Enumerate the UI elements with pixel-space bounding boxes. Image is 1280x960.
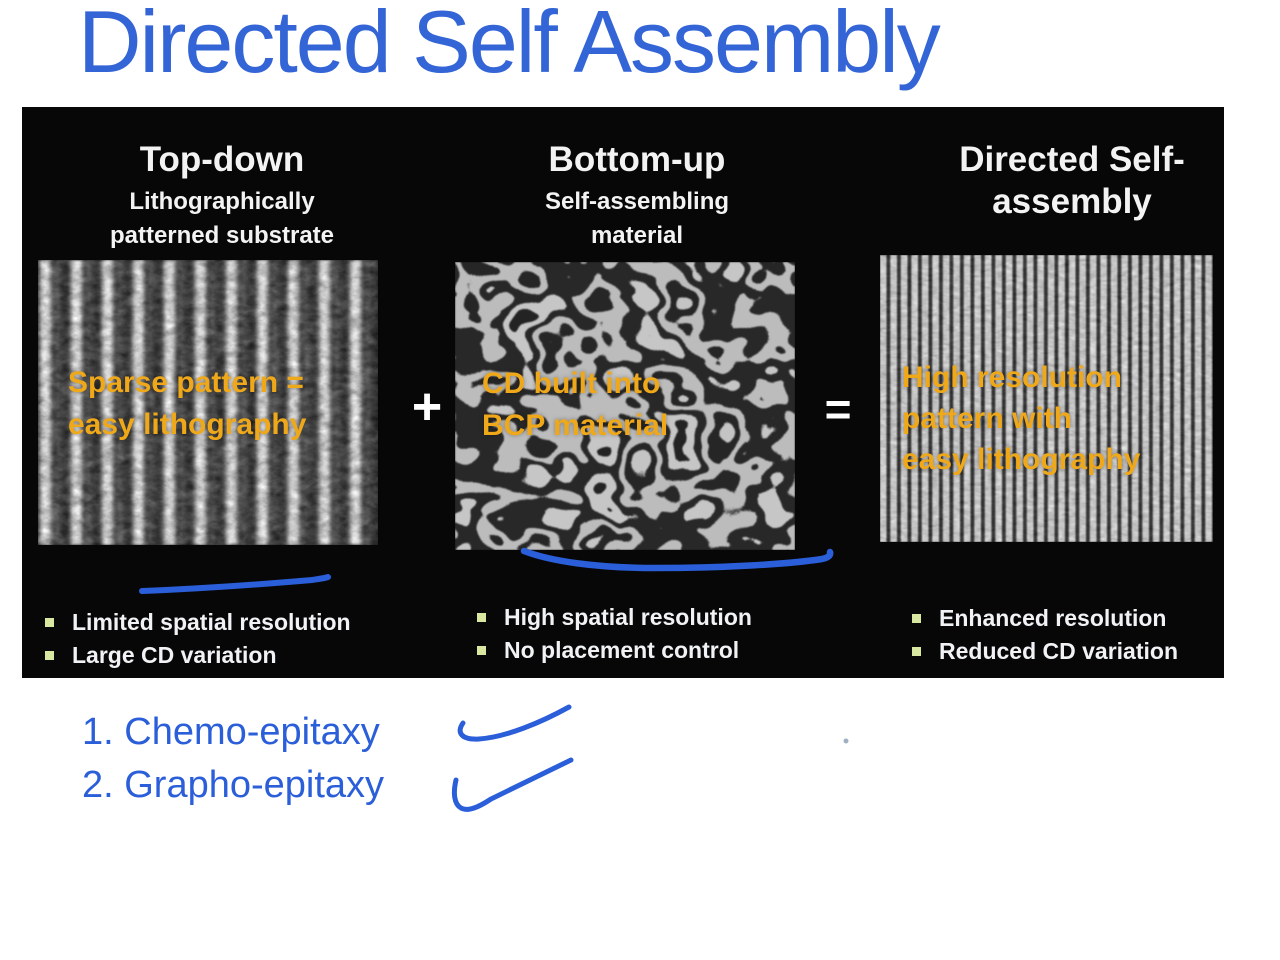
bullet-square-icon [477,646,486,655]
bullet-square-icon [912,614,921,623]
page-title: Directed Self Assembly [78,0,941,91]
column-dsa-header: Directed Self- assembly [872,139,1272,223]
sem-image [38,260,378,545]
column-subheading: Lithographically patterned substrate [109,188,335,249]
bullet-label: Enhanced resolution [939,605,1167,631]
list-item: Enhanced resolution [912,602,1178,635]
comparison-panel: Top-down Lithographically patterned subs… [22,107,1224,678]
epitaxy-item-grapho: 2. Grapho-epitaxy [82,764,385,806]
bullet-list-top-down: Limited spatial resolution Large CD vari… [45,606,351,672]
column-subheading: Self-assembling material [544,188,730,249]
list-item: Limited spatial resolution [45,606,351,639]
bullet-label: High spatial resolution [504,604,752,630]
list-item: Large CD variation [45,639,351,672]
sem-image [455,262,795,550]
sem-image [880,255,1213,542]
overlay-caption-bcp: CD built into BCP material [482,367,669,442]
bullet-label: Large CD variation [72,642,277,668]
bullet-label: Limited spatial resolution [72,609,351,635]
column-heading: Directed Self- assembly [959,140,1185,221]
micrograph-fingerprint [455,262,795,550]
epitaxy-item-chemo: 1. Chemo-epitaxy [82,711,380,753]
plus-operator: + [411,378,443,436]
overlay-caption-dsa: High resolution pattern with easy lithog… [902,361,1141,476]
equals-operator: = [824,383,852,435]
list-item: Reduced CD variation [912,635,1178,668]
micrograph-dense-lines [880,255,1213,542]
ink-check-chemo-icon [457,704,572,742]
ink-stray-dot [843,738,849,744]
column-top-down-header: Top-down Lithographically patterned subs… [32,139,412,253]
column-heading: Top-down [139,140,305,179]
bullet-list-bottom-up: High spatial resolution No placement con… [477,601,752,667]
column-bottom-up-header: Bottom-up Self-assembling material [447,139,827,253]
bullet-square-icon [45,618,54,627]
bullet-square-icon [912,647,921,656]
bullet-label: No placement control [504,637,740,663]
bullet-label: Reduced CD variation [939,638,1178,664]
bullet-list-dsa: Enhanced resolution Reduced CD variation [912,602,1178,668]
list-item: High spatial resolution [477,601,752,634]
overlay-caption-sparse: Sparse pattern = easy lithography [68,366,307,441]
bullet-square-icon [477,613,486,622]
bullet-square-icon [45,651,54,660]
ink-check-grapho-icon [451,757,574,812]
column-heading: Bottom-up [548,140,726,179]
micrograph-sparse-lines [38,260,378,545]
list-item: No placement control [477,634,752,667]
epitaxy-list: 1. Chemo-epitaxy 2. Grapho-epitaxy [82,706,384,812]
